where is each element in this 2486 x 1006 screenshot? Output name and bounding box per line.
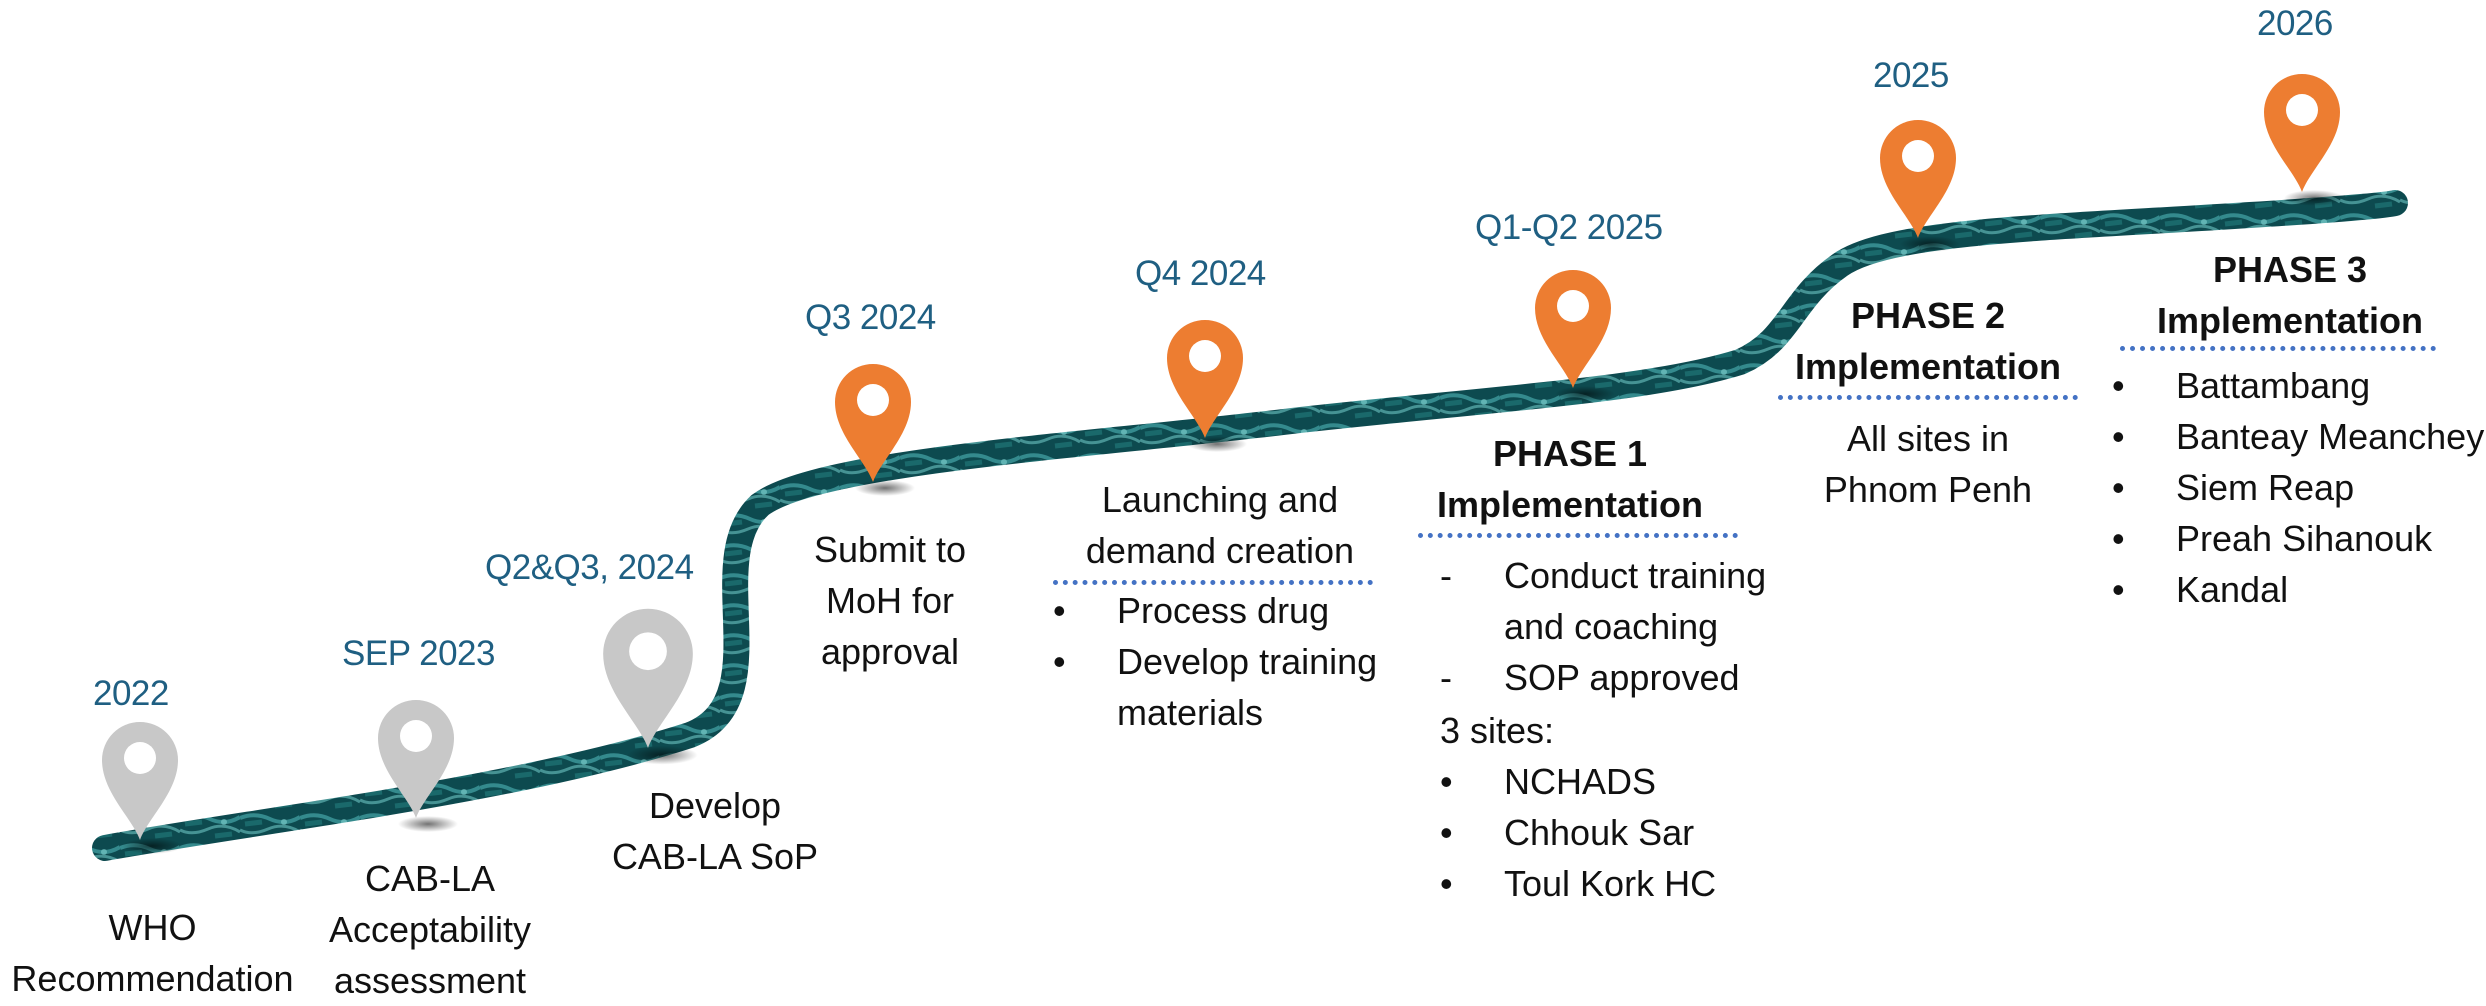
list-item: •NCHADS bbox=[1440, 761, 1657, 802]
description-line: Acceptability bbox=[328, 909, 532, 950]
description-line: Submit to bbox=[813, 529, 967, 570]
description-line: All sites in bbox=[1846, 418, 2010, 459]
list-item: •materials bbox=[1117, 692, 1264, 733]
heading-divider bbox=[1778, 395, 2078, 400]
map-pin-icon bbox=[603, 608, 698, 765]
milestone-period-q4-2024: Q4 2024 bbox=[1135, 254, 1266, 293]
milestone-heading: PHASE 1 Implementation bbox=[1410, 428, 1730, 530]
pin-shadow bbox=[122, 838, 182, 854]
pin-shadow bbox=[626, 745, 698, 765]
pin-hole bbox=[857, 384, 889, 416]
pin-body bbox=[102, 722, 178, 840]
pin-body bbox=[1535, 270, 1611, 388]
milestone-period-sep-2023: SEP 2023 bbox=[342, 634, 496, 673]
heading-line: demand creation bbox=[1085, 530, 1355, 571]
list-item: -SOP approved bbox=[1440, 657, 1740, 698]
timeline-road bbox=[92, 190, 2408, 861]
description-line: CAB-LA SoP bbox=[611, 836, 819, 877]
pin-hole bbox=[1189, 340, 1221, 372]
heading-line: PHASE 2 bbox=[1850, 295, 2006, 336]
milestone-period-q3-2024: Q3 2024 bbox=[805, 298, 936, 337]
milestone-period-2026: 2026 bbox=[2257, 4, 2333, 43]
pin-body bbox=[2264, 74, 2340, 192]
pin-hole bbox=[1902, 140, 1934, 172]
pin-shadow bbox=[1900, 236, 1960, 252]
milestone-period-q2-q3-2024: Q2&Q3, 2024 bbox=[485, 548, 694, 587]
pin-shadow bbox=[855, 480, 915, 496]
map-pin-icon bbox=[102, 722, 182, 854]
description-line: MoH for bbox=[825, 580, 955, 621]
heading-line: Implementation bbox=[2156, 300, 2424, 341]
map-pin-icon bbox=[1535, 270, 1615, 402]
description-line: assessment bbox=[333, 960, 527, 1001]
pin-body bbox=[378, 700, 454, 818]
description-line: approval bbox=[820, 631, 960, 672]
description-line: WHO bbox=[108, 907, 197, 948]
list-item: •Develop training bbox=[1053, 641, 1378, 682]
heading-divider bbox=[2120, 346, 2436, 351]
heading-divider bbox=[1418, 533, 1738, 538]
map-pin-icon bbox=[2264, 74, 2344, 206]
milestone-heading: Launching and demand creation bbox=[1050, 474, 1390, 576]
pin-hole bbox=[629, 632, 667, 671]
pin-body bbox=[603, 608, 693, 748]
heading-line: PHASE 3 bbox=[2212, 249, 2368, 290]
milestone-description: Develop CAB-LA SoP bbox=[595, 780, 835, 882]
map-pin-icon bbox=[378, 700, 458, 832]
heading-line: PHASE 1 bbox=[1492, 433, 1648, 474]
milestone-bullet-list: •Battambang •Banteay Meanchey •Siem Reap… bbox=[2112, 360, 2484, 615]
map-pin-icon bbox=[1880, 120, 1960, 252]
milestone-heading: PHASE 3 Implementation bbox=[2130, 244, 2450, 346]
pin-body bbox=[835, 364, 911, 482]
description-line: Develop bbox=[648, 785, 782, 826]
description-line: Recommendation bbox=[11, 958, 294, 999]
list-item: •Siem Reap bbox=[2112, 467, 2355, 508]
list-item: •Chhouk Sar bbox=[1440, 812, 1695, 853]
milestone-heading: PHASE 2 Implementation bbox=[1768, 290, 2088, 392]
heading-line: Implementation bbox=[1436, 484, 1704, 525]
list-item: -Conduct training bbox=[1440, 555, 1767, 596]
milestone-period-q1-q2-2025: Q1-Q2 2025 bbox=[1475, 208, 1663, 247]
list-item: •Banteay Meanchey bbox=[2112, 416, 2485, 457]
pin-hole bbox=[400, 720, 432, 752]
pin-shadow bbox=[1187, 436, 1247, 452]
milestone-description: All sites in Phnom Penh bbox=[1768, 413, 2088, 515]
list-item: •Battambang bbox=[2112, 365, 2371, 406]
description-line: CAB-LA bbox=[364, 858, 496, 899]
milestone-description: WHO Recommendation bbox=[10, 902, 295, 1004]
milestone-bullet-list: •NCHADS •Chhouk Sar •Toul Kork HC bbox=[1440, 756, 1716, 909]
list-item: •Process drug bbox=[1053, 590, 1330, 631]
map-pin-icon bbox=[835, 364, 915, 496]
list-item: •Kandal bbox=[2112, 569, 2289, 610]
milestone-bullet-list: •Process drug •Develop training •materia… bbox=[1053, 585, 1377, 738]
milestone-description: CAB-LA Acceptability assessment bbox=[305, 853, 555, 1006]
list-item: •Toul Kork HC bbox=[1440, 863, 1717, 904]
pin-hole bbox=[1557, 290, 1589, 322]
milestone-period-2025: 2025 bbox=[1873, 56, 1949, 95]
milestone-dash-list: -Conduct training -and coaching -SOP app… bbox=[1440, 550, 1766, 703]
pin-body bbox=[1880, 120, 1956, 238]
pin-shadow bbox=[1555, 386, 1615, 402]
description-line: Phnom Penh bbox=[1823, 469, 2033, 510]
heading-divider bbox=[1053, 580, 1373, 585]
list-item: -and coaching bbox=[1504, 606, 1719, 647]
pin-hole bbox=[124, 742, 156, 774]
sites-label: 3 sites: bbox=[1440, 710, 1555, 751]
milestone-period-2022: 2022 bbox=[93, 674, 169, 713]
pin-shadow bbox=[398, 816, 458, 832]
pin-hole bbox=[2286, 94, 2318, 126]
heading-line: Launching and bbox=[1101, 479, 1339, 520]
pin-body bbox=[1167, 320, 1243, 438]
pin-shadow bbox=[2284, 190, 2344, 206]
milestone-description: Submit to MoH for approval bbox=[780, 524, 1000, 677]
map-pin-icon bbox=[1167, 320, 1247, 452]
heading-line: Implementation bbox=[1794, 346, 2062, 387]
list-item: •Preah Sihanouk bbox=[2112, 518, 2433, 559]
